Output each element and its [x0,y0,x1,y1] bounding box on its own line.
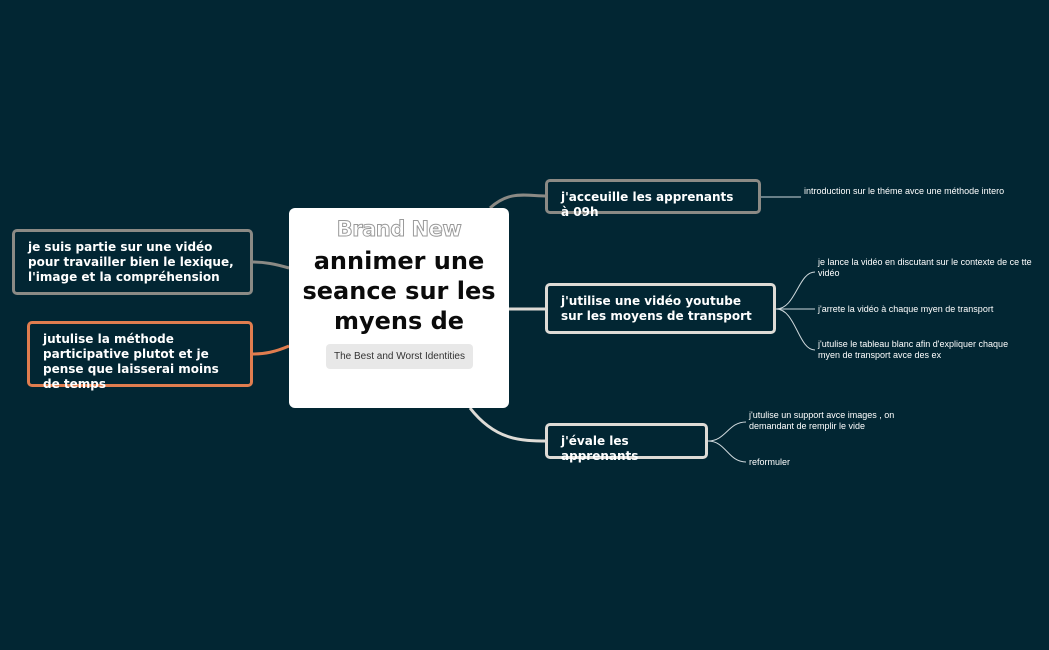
connector-leaf-lance [775,271,816,310]
leaf-lance[interactable]: je lance la vidéo en discutant sur le co… [818,257,1032,278]
topic-video[interactable]: j'utilise une vidéo youtube sur les moye… [545,283,776,334]
topic-accueil[interactable]: j'acceuille les apprenants à 09h [545,179,761,219]
brand-new-logo: Brand New [336,217,462,242]
topic-partie[interactable]: je suis partie sur une vidéo pour travai… [12,229,253,295]
topic-partie-label: je suis partie sur une vidéo pour travai… [28,240,234,284]
leaf-arrete[interactable]: j'arrete la vidéo à chaque myen de trans… [818,304,994,314]
leaf-support[interactable]: j'utulise un support avce images , on de… [749,410,895,431]
topic-accueil-label: j'acceuille les apprenants à 09h [561,190,734,219]
connector-leaf-support [707,421,747,442]
central-title: annimer une seance sur les myens de [302,247,496,335]
connector-evaluation [468,407,549,443]
leaf-introduction[interactable]: introduction sur le théme avce une métho… [804,186,1005,196]
connector-accueil [488,193,549,210]
leaf-reformuler[interactable]: reformuler [749,457,791,467]
topic-video-label: j'utilise une vidéo youtube sur les moye… [561,294,752,323]
central-topic[interactable]: Brand New annimer une seance sur les mye… [289,208,509,408]
connector-leaf-reformuler [707,440,747,463]
central-subtitle: The Best and Worst Identities [326,344,473,369]
connector-participative [251,344,290,356]
topic-evaluation[interactable]: j'évale les apprenants [545,423,708,463]
connector-leaf-tableau [775,308,816,351]
topic-evaluation-label: j'évale les apprenants [561,434,639,463]
leaf-tableau[interactable]: j'utulise le tableau blanc afin d'expliq… [818,339,1009,360]
topic-participative[interactable]: jutulise la méthode participative plutot… [27,321,253,391]
topic-participative-label: jutulise la méthode participative plutot… [43,332,219,391]
connector-partie [251,260,290,270]
